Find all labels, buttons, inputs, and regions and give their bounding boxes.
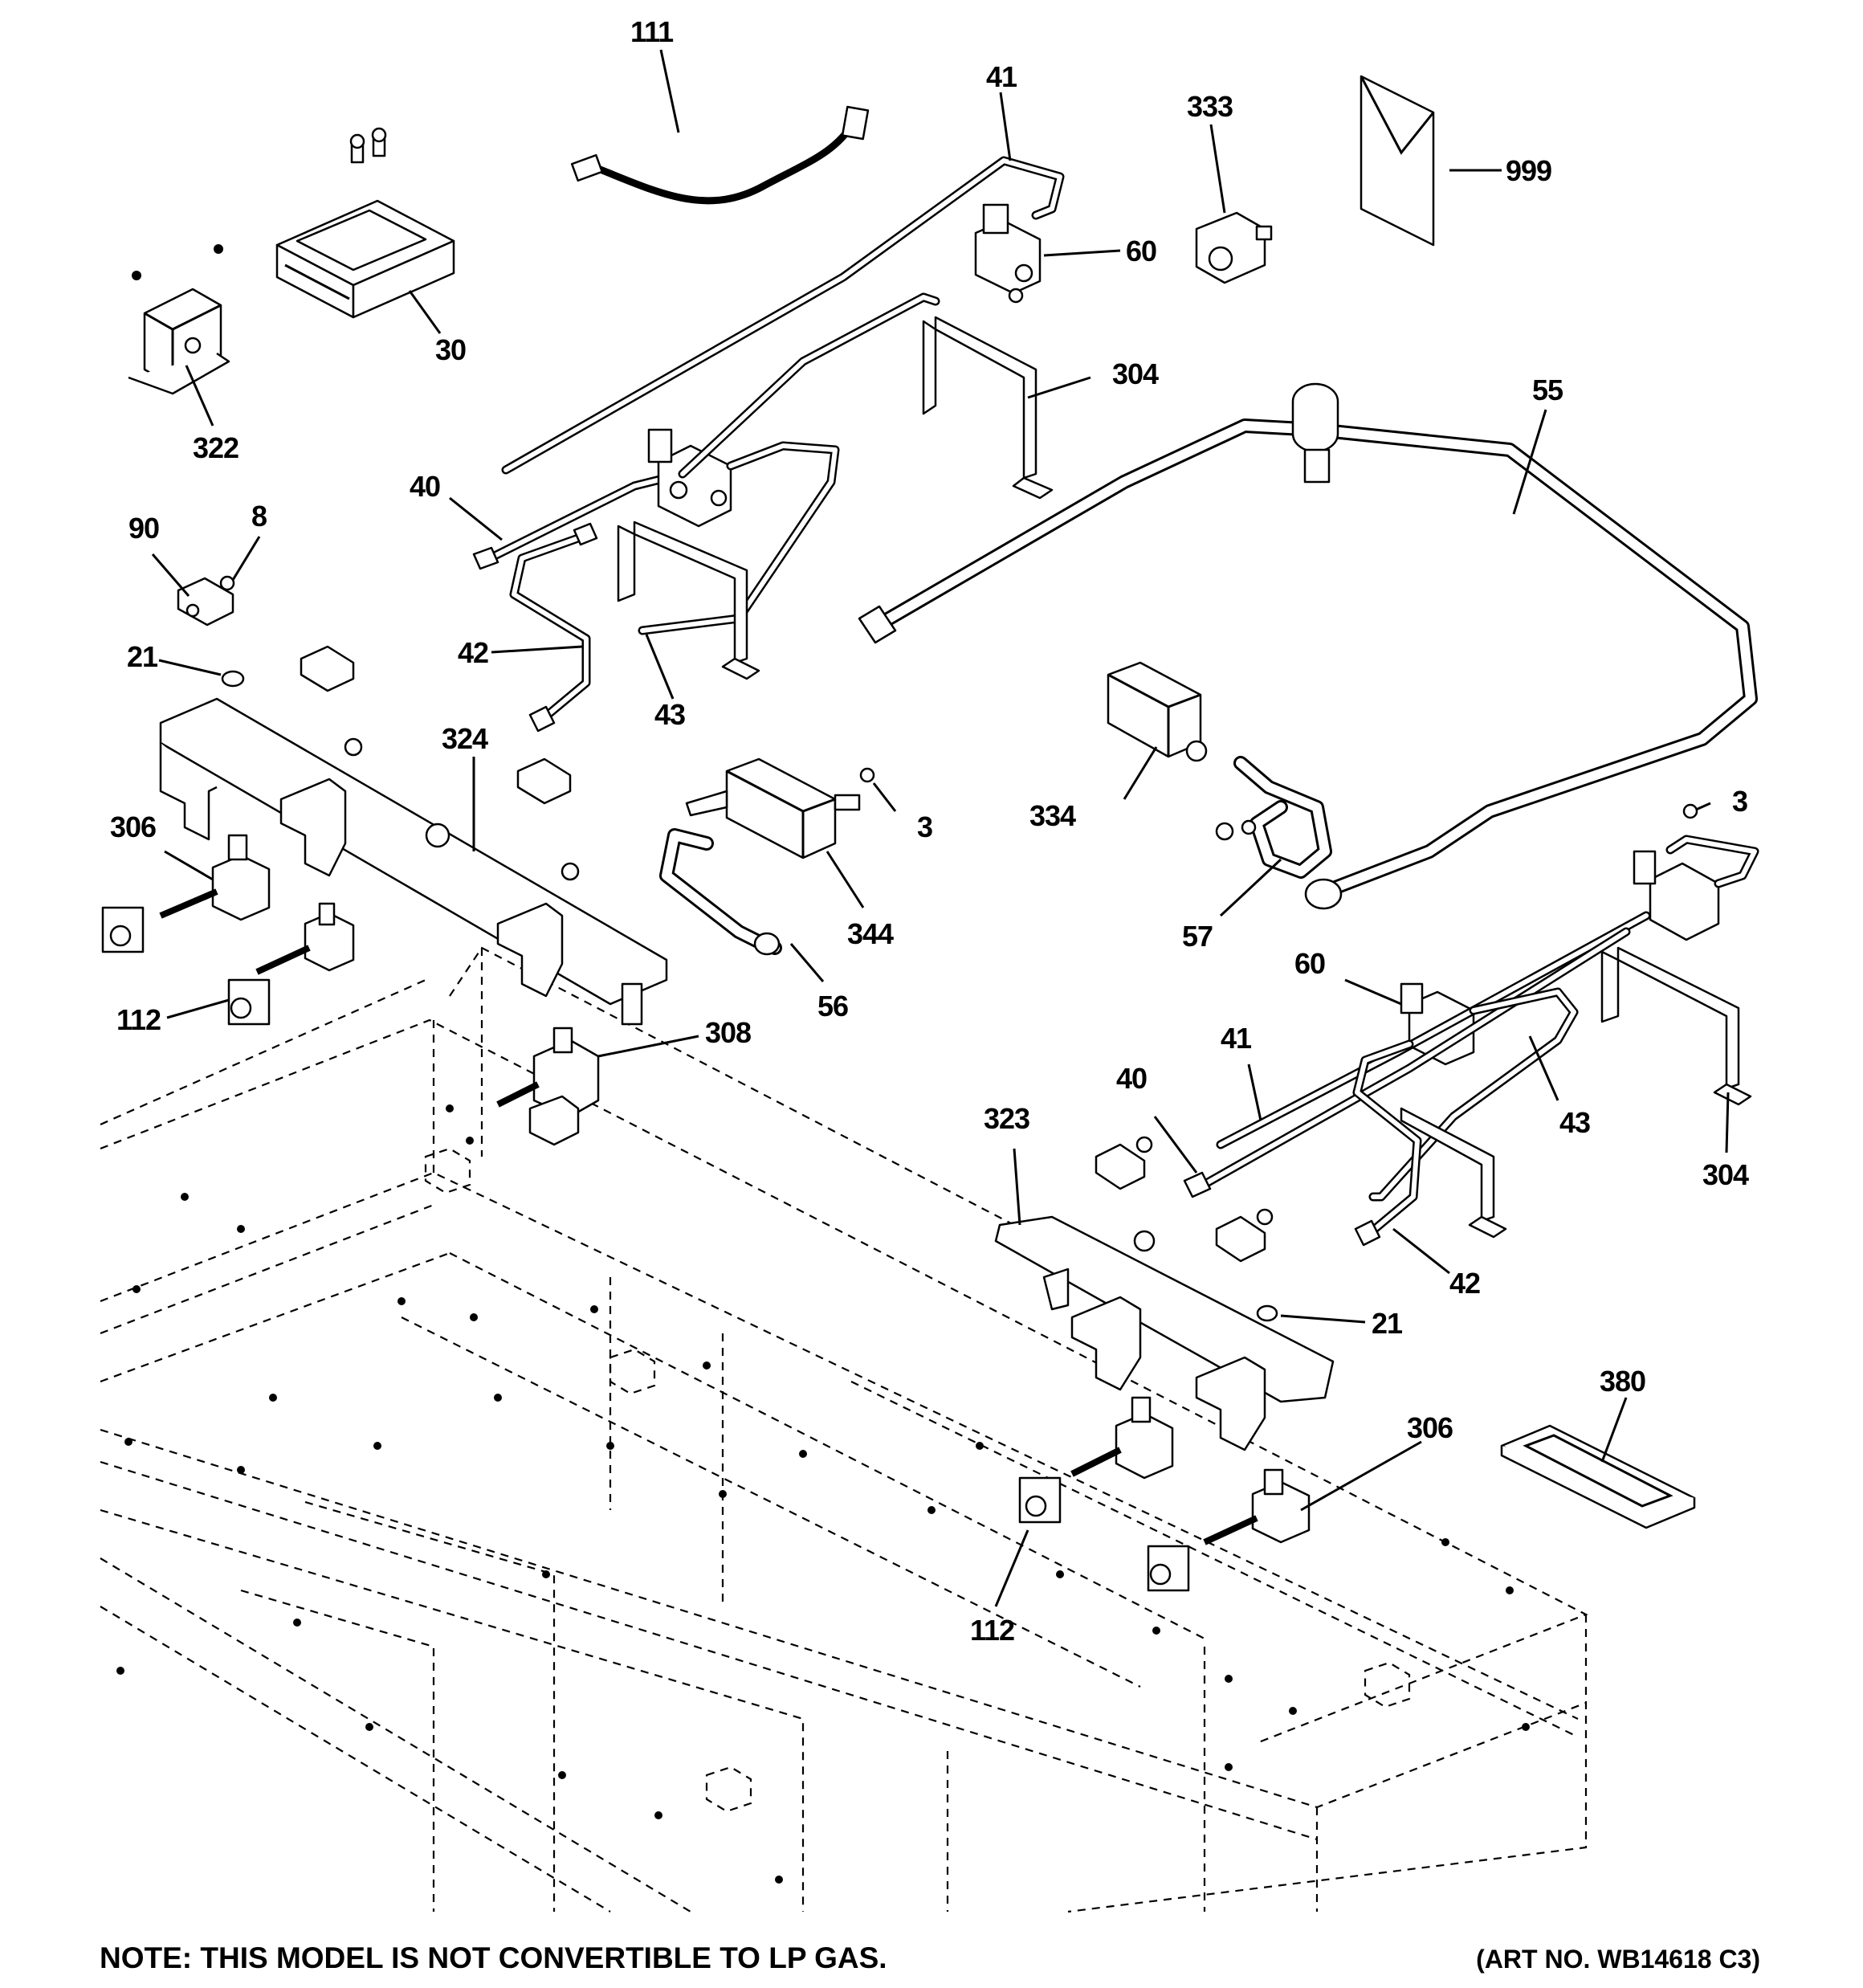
valve-60-right — [1400, 835, 1759, 1066]
callout-90: 90 — [128, 512, 159, 545]
callout-380: 380 — [1600, 1365, 1645, 1398]
tube-40-upper — [472, 469, 687, 570]
cooktop-chassis — [100, 946, 1588, 1913]
tube-43-right — [1368, 987, 1579, 1202]
tube-40-right — [1183, 927, 1631, 1198]
callout-323: 323 — [984, 1102, 1029, 1135]
callout-308: 308 — [705, 1016, 751, 1049]
callout-40: 40 — [410, 470, 440, 503]
callout-41: 41 — [986, 60, 1017, 93]
callout-333: 333 — [1187, 90, 1233, 123]
callout-324: 324 — [442, 722, 488, 755]
callout-3: 3 — [1732, 785, 1747, 818]
screw-21-upper — [221, 670, 580, 881]
footer-art-number: (ART NO. WB14618 C3) — [1476, 1945, 1760, 1974]
screw-3 — [859, 767, 1698, 819]
callout-57: 57 — [1182, 920, 1213, 953]
callout-999: 999 — [1506, 154, 1551, 187]
manifold-55 — [858, 382, 1758, 910]
callout-306: 306 — [110, 810, 156, 843]
valve-60-upper — [974, 203, 1042, 304]
callout-30: 30 — [435, 333, 466, 366]
callout-112: 112 — [970, 1614, 1014, 1647]
bracket-304-right — [1400, 946, 1752, 1239]
callout-43: 43 — [1559, 1106, 1590, 1139]
bracket-304-center — [617, 520, 760, 680]
transformer-322 — [128, 244, 230, 395]
wire-harness-111 — [570, 105, 870, 205]
bracket-small-right — [1095, 1136, 1278, 1322]
callout-60: 60 — [1294, 947, 1325, 980]
regulator-333 — [1195, 211, 1273, 284]
valve-306-right — [1070, 1396, 1311, 1545]
callout-42: 42 — [458, 636, 488, 669]
callout-21: 21 — [127, 640, 158, 673]
igniter-box-344 — [685, 757, 861, 859]
callout-55: 55 — [1532, 374, 1563, 406]
bracket-304-upper — [922, 316, 1054, 500]
screw-8 — [219, 575, 235, 591]
plate-380 — [1500, 1424, 1696, 1529]
callout-306: 306 — [1407, 1411, 1453, 1444]
callout-60: 60 — [1126, 235, 1156, 267]
bracket-90 — [177, 577, 572, 805]
callout-40: 40 — [1116, 1062, 1147, 1095]
burner-manifold-324 — [159, 697, 668, 1026]
literature-999 — [1360, 75, 1435, 247]
callout-8: 8 — [251, 500, 267, 533]
valve-306-left — [159, 834, 355, 975]
valve-cluster-center — [638, 292, 940, 635]
callout-41: 41 — [1221, 1022, 1252, 1055]
tube-57 — [1215, 756, 1332, 879]
footer-note: NOTE: THIS MODEL IS NOT CONVERTIBLE TO L… — [100, 1941, 887, 1974]
callout-304: 304 — [1112, 357, 1159, 390]
callout-334: 334 — [1029, 799, 1076, 832]
tube-42-right — [1352, 1039, 1422, 1247]
leader-lines — [151, 49, 1730, 1607]
tube-56 — [659, 828, 782, 956]
callout-56: 56 — [817, 990, 848, 1023]
callout-21: 21 — [1372, 1307, 1403, 1340]
callout-43: 43 — [654, 698, 685, 731]
callout-3: 3 — [917, 810, 932, 843]
callout-42: 42 — [1449, 1267, 1480, 1300]
callout-344: 344 — [847, 917, 894, 950]
knob-adapter-112-left — [101, 906, 271, 1026]
valve-308 — [496, 1027, 600, 1146]
knob-adapter-112-right — [1018, 1476, 1190, 1592]
callout-labels: 111 41 333 999 60 30 322 304 55 40 90 8 … — [110, 15, 1750, 1647]
callout-304: 304 — [1702, 1158, 1749, 1191]
callout-111: 111 — [630, 15, 674, 48]
burner-manifold-323 — [994, 1215, 1335, 1451]
tube-41-upper — [501, 156, 1065, 475]
spark-module-30 — [275, 127, 455, 319]
tube-42-upper — [509, 522, 598, 733]
callout-112: 112 — [116, 1003, 161, 1036]
callout-322: 322 — [193, 431, 238, 464]
igniter-box-334 — [1107, 661, 1208, 762]
